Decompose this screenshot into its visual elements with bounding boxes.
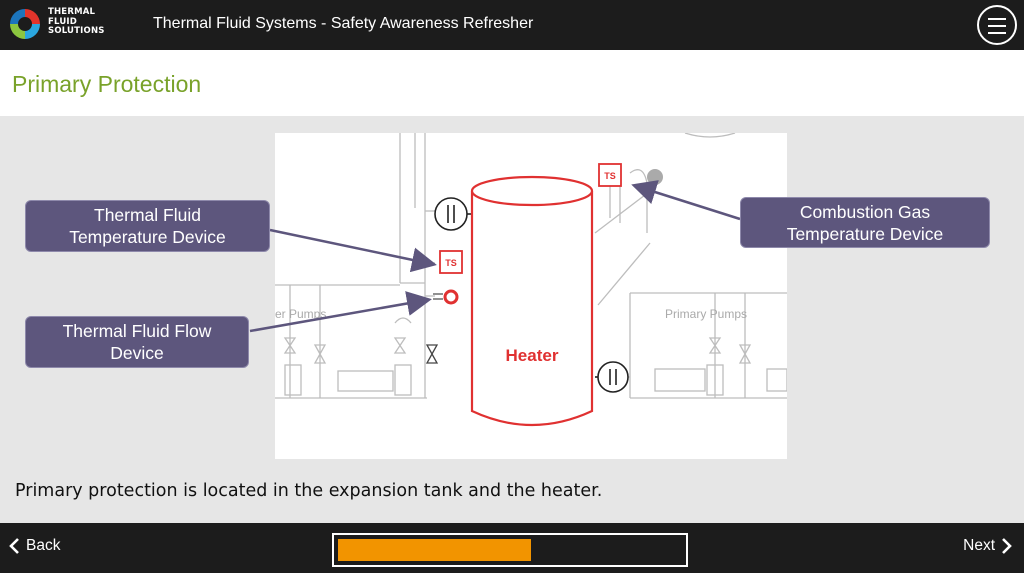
callout-temperature-device: Thermal Fluid Temperature Device [25,200,270,252]
hamburger-menu-icon [988,18,1006,20]
ts-label-fluid: TS [445,258,457,268]
logo-line-2: FLUID [48,16,78,27]
progress-bar [332,533,688,567]
page-title: Primary Protection [12,71,202,97]
top-bar: THERMAL FLUID SOLUTIONS Thermal Fluid Sy… [0,0,1024,50]
back-button[interactable]: Back [8,537,60,555]
hamburger-menu-button[interactable] [977,5,1017,45]
diagram-svg: TS TS Heater er Pumps Primary Pumps [275,133,787,427]
pumps-label-left: er Pumps [275,307,326,321]
logo-wordmark: THERMAL FLUID SOLUTIONS [48,7,105,37]
callout-flow-device: Thermal Fluid Flow Device [25,316,249,368]
callout-combustion-gas: Combustion Gas Temperature Device [740,197,990,248]
body-text: Primary protection is located in the exp… [15,481,603,501]
hamburger-line [988,25,1006,27]
heater-label: Heater [506,346,559,365]
ts-label-flue: TS [604,171,616,181]
progress-fill [338,539,531,561]
hamburger-line [988,32,1006,34]
title-band: Primary Protection [0,50,1024,116]
pumps-label-right: Primary Pumps [665,307,747,321]
logo-line-1: THERMAL [48,7,96,17]
next-button[interactable]: Next [963,537,1013,555]
course-title: Thermal Fluid Systems - Safety Awareness… [153,15,534,32]
bottom-bar: Back Next [0,523,1024,573]
chevron-left-icon [9,538,19,554]
company-logo [10,9,40,39]
back-label: Back [26,537,61,554]
chevron-right-icon [1002,538,1012,554]
next-label: Next [963,537,995,554]
system-diagram: TS TS Heater er Pumps Primary Pumps [275,133,787,459]
logo-line-3: SOLUTIONS [48,26,105,36]
